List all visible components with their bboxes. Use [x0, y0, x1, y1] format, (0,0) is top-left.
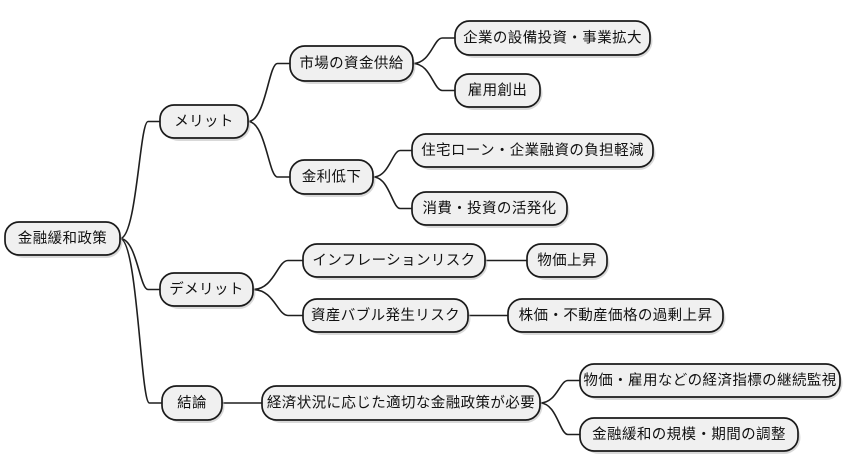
node-loans[interactable]: 住宅ローン・企業融資の負担軽減 — [411, 133, 656, 170]
node-merit[interactable]: メリット — [159, 104, 251, 141]
node-supply[interactable]: 市場の資金供給 — [289, 45, 416, 84]
node-box-supply[interactable] — [289, 45, 414, 82]
node-box-inflation[interactable] — [302, 243, 486, 278]
node-label-capex: 企業の設備投資・事業拡大 — [463, 29, 642, 47]
node-box-assets[interactable] — [507, 298, 724, 333]
edge-policy-to-adjust — [539, 402, 581, 436]
node-box-root[interactable] — [4, 221, 121, 256]
node-label-policy: 経済状況に応じた適切な金融政策が必要 — [267, 394, 535, 412]
node-inflation[interactable]: インフレーションリスク — [302, 243, 488, 280]
node-box-consumption[interactable] — [411, 191, 568, 226]
node-box-rates[interactable] — [289, 159, 374, 195]
node-adjust[interactable]: 金融緩和の規模・期間の調整 — [579, 417, 801, 454]
node-label-consumption: 消費・投資の活発化 — [422, 200, 556, 217]
edge-root-to-merit — [119, 120, 161, 240]
node-label-rates: 金利低下 — [302, 169, 362, 186]
node-label-prices: 物価上昇 — [537, 252, 597, 269]
node-box-loans[interactable] — [411, 133, 654, 168]
node-box-conclusion[interactable] — [161, 385, 223, 421]
node-box-monitor[interactable] — [579, 363, 841, 398]
node-prices[interactable]: 物価上昇 — [526, 243, 610, 280]
node-label-inflation: インフレーションリスク — [312, 252, 475, 269]
node-box-policy[interactable] — [261, 385, 541, 421]
node-box-demerit[interactable] — [159, 272, 254, 307]
edge-policy-to-monitor — [539, 379, 581, 404]
node-demerit[interactable]: デメリット — [159, 272, 256, 309]
node-label-jobs: 雇用創出 — [468, 82, 528, 99]
edge-merit-to-rates — [247, 120, 291, 178]
node-label-supply: 市場の資金供給 — [299, 55, 403, 72]
edge-supply-to-jobs — [412, 62, 456, 92]
edge-supply-to-capex — [412, 37, 456, 65]
node-policy[interactable]: 経済状況に応じた適切な金融政策が必要 — [261, 385, 543, 423]
node-label-merit: メリット — [174, 114, 234, 130]
node-jobs[interactable]: 雇用創出 — [454, 73, 543, 110]
edge-root-to-demerit — [119, 237, 161, 291]
node-label-assets: 株価・不動産価格の過剰上昇 — [519, 307, 713, 324]
node-label-demerit: デメリット — [169, 280, 244, 298]
node-label-root: 金融緩和政策 — [18, 230, 107, 247]
node-label-adjust: 金融緩和の規模・期間の調整 — [592, 426, 786, 443]
edge-merit-to-supply — [247, 62, 291, 123]
node-monitor[interactable]: 物価・雇用などの経済指標の継続監視 — [579, 363, 843, 400]
node-box-merit[interactable] — [159, 104, 249, 139]
edge-demerit-to-bubble — [252, 288, 304, 317]
node-label-conclusion: 結論 — [177, 395, 207, 412]
node-box-jobs[interactable] — [454, 73, 541, 108]
node-rates[interactable]: 金利低下 — [289, 159, 376, 197]
edge-root-to-conclusion — [119, 237, 163, 404]
node-box-capex[interactable] — [454, 20, 651, 56]
node-capex[interactable]: 企業の設備投資・事業拡大 — [454, 20, 653, 58]
edge-demerit-to-inflation — [252, 259, 304, 291]
node-box-adjust[interactable] — [579, 417, 799, 452]
node-conclusion[interactable]: 結論 — [161, 385, 225, 423]
node-consumption[interactable]: 消費・投資の活発化 — [411, 191, 570, 228]
node-bubble[interactable]: 資産バブル発生リスク — [302, 298, 471, 335]
edge-layer — [119, 37, 581, 436]
node-label-loans: 住宅ローン・企業融資の負担軽減 — [421, 141, 644, 159]
node-label-monitor: 物価・雇用などの経済指標の継続監視 — [583, 372, 836, 389]
node-assets[interactable]: 株価・不動産価格の過剰上昇 — [507, 298, 726, 335]
node-box-prices[interactable] — [526, 243, 608, 278]
edge-rates-to-loans — [372, 149, 413, 178]
node-root[interactable]: 金融緩和政策 — [4, 221, 123, 258]
node-box-bubble[interactable] — [302, 298, 469, 333]
node-label-bubble: 資産バブル発生リスク — [311, 306, 460, 324]
edge-rates-to-consumption — [372, 176, 413, 210]
